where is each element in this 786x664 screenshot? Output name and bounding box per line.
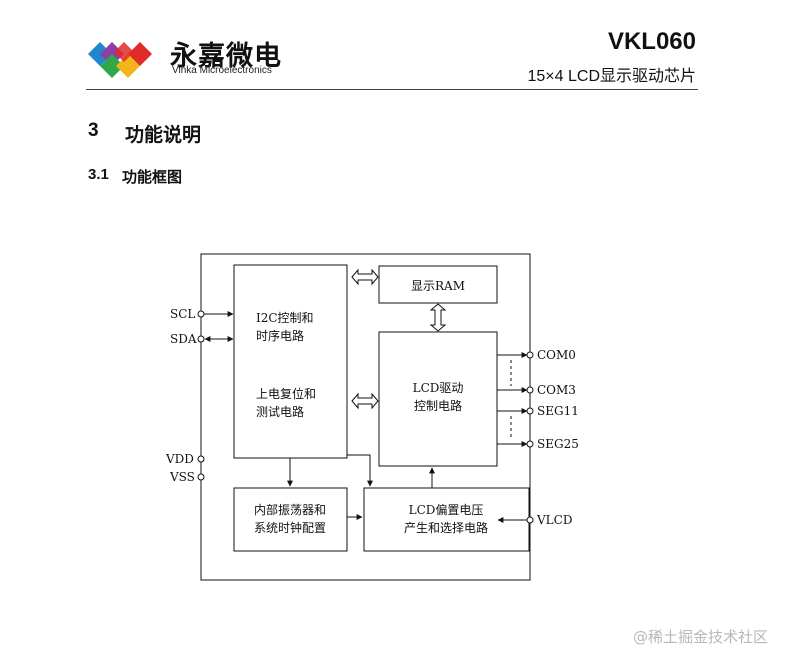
ram-driver-bus-arrow	[429, 303, 447, 332]
pin-com0-label: COM0	[537, 348, 576, 362]
bias-label-line1: LCD偏置电压	[409, 502, 484, 517]
lcd-driver-label-line2: 控制电路	[414, 398, 462, 413]
oscillator-label-line1: 内部振荡器和	[254, 502, 326, 517]
i2c-label-line2: 时序电路	[256, 328, 304, 343]
lcd-driver-block	[378, 331, 498, 467]
product-subtitle: 15×4 LCD显示驱动芯片	[527, 68, 697, 85]
i2c-por-block	[233, 264, 348, 459]
subsection-title: 功能框图	[122, 168, 183, 186]
pin-com3	[526, 386, 534, 394]
pin-scl-label: SCL	[170, 307, 195, 321]
logo-diamond-red-small	[114, 42, 134, 62]
por-label-line2: 测试电路	[256, 404, 304, 419]
company-name-en: Vinka Microelectronics	[172, 65, 272, 76]
pin-seg25	[526, 440, 534, 448]
pin-vdd-label: VDD	[165, 452, 194, 466]
pin-sda-label: SDA	[170, 332, 197, 346]
i2c-label-line1: I2C控制和	[256, 311, 314, 325]
pin-seg11-label: SEG11	[537, 404, 579, 418]
chip-outline	[200, 253, 531, 581]
lcd-driver-label-line1: LCD驱动	[413, 381, 464, 395]
subsection-number: 3.1	[88, 166, 109, 183]
pin-vss	[197, 473, 205, 481]
i2c-ram-bus-arrow	[351, 268, 379, 286]
pin-com0	[526, 351, 534, 359]
i2c-to-bias-arrow	[347, 454, 373, 487]
pin-seg11	[526, 407, 534, 415]
pin-vlcd-label: VLCD	[536, 513, 572, 527]
header-divider	[86, 89, 698, 90]
oscillator-label-line2: 系统时钟配置	[254, 520, 326, 535]
company-name-cn: 永嘉微电	[170, 41, 282, 72]
pin-seg25-label: SEG25	[537, 437, 579, 451]
pin-sda	[197, 335, 205, 343]
pin-scl	[197, 310, 205, 318]
por-driver-bus-arrow	[351, 392, 379, 410]
pin-vlcd	[526, 516, 534, 524]
pin-vss-label: VSS	[169, 470, 195, 484]
display-ram-label: 显示RAM	[411, 279, 465, 293]
watermark: @稀土掘金技术社区	[632, 628, 768, 646]
oscillator-block	[233, 487, 348, 552]
product-code: VKL060	[607, 28, 696, 55]
vinka-logo	[88, 42, 152, 78]
por-label-line1: 上电复位和	[256, 386, 316, 401]
display-ram-block	[378, 265, 498, 304]
pin-vdd	[197, 455, 205, 463]
section-number: 3	[88, 120, 99, 141]
section-title: 功能说明	[125, 124, 202, 146]
logo-diamond-red	[128, 42, 152, 66]
pin-com3-label: COM3	[537, 383, 576, 397]
bias-label-line2: 产生和选择电路	[404, 520, 488, 535]
logo-diamond-green	[100, 54, 124, 78]
